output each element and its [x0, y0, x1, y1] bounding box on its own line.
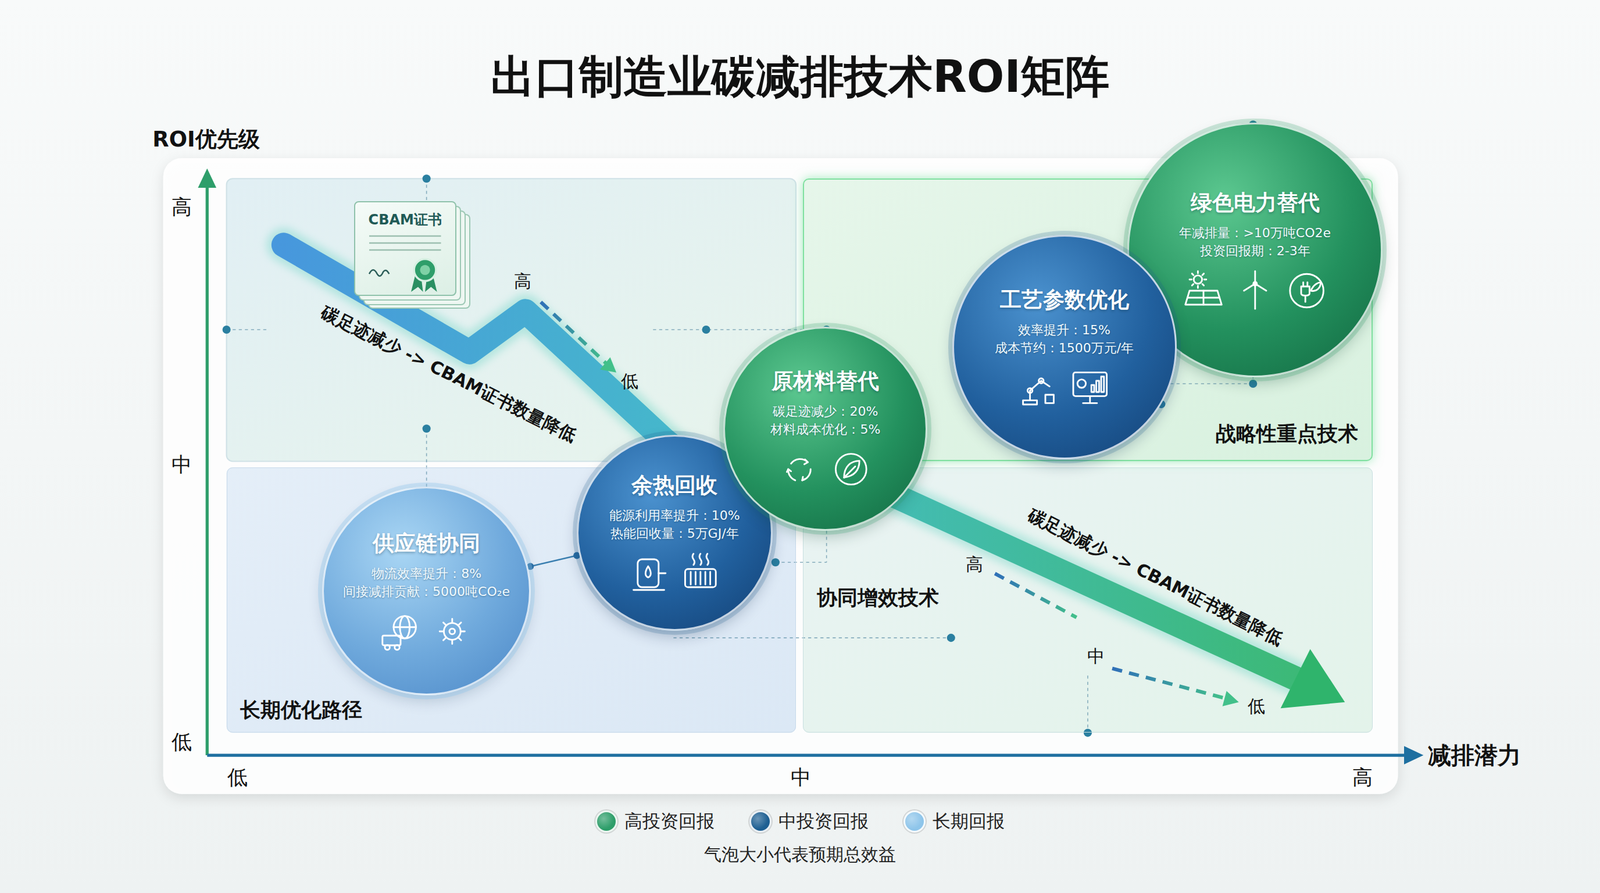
axis-tick: 高: [965, 552, 984, 577]
certificate-illustration: [355, 229, 456, 295]
axis-tick: 中: [1087, 644, 1105, 669]
legend-item: 高投资回报: [595, 809, 715, 834]
axis-tick: 低: [227, 763, 248, 792]
caption: 气泡大小代表预期总效益: [0, 843, 1600, 867]
axis-tick: 低: [1247, 694, 1266, 719]
node-metric: 能源利用率提升：10%: [609, 506, 741, 525]
axis-tick: 高: [513, 269, 532, 294]
legend-swatch: [749, 810, 772, 833]
title: 出口制造业碳减排技术ROI矩阵: [0, 47, 1600, 108]
technology-icons: [379, 610, 474, 653]
axis-tick: 中: [171, 450, 192, 478]
legend: 高投资回报 中投资回报 长期回报: [0, 809, 1600, 834]
node-heading: CBAM证书: [355, 210, 456, 230]
node-metric: 年减排量：>10万吨CO2e: [1179, 224, 1331, 243]
node-heading: 战略性重点技术: [1215, 420, 1359, 448]
node-metric: 效率提升：15%: [1018, 321, 1111, 340]
node-metric: 热能回收量：5万GJ/年: [610, 525, 739, 544]
technology-bubble: 工艺参数优化效率提升：15%成本节约：1500万元/年: [952, 234, 1177, 460]
node-metric: 材料成本优化：5%: [770, 420, 881, 439]
node-metric: 碳足迹减少：20%: [772, 402, 878, 421]
axis-tick: 高: [1352, 763, 1373, 792]
axis-tick: 高: [171, 193, 192, 221]
node-heading: 协同增效技术: [816, 584, 939, 612]
node-heading: 原材料替代: [771, 366, 880, 396]
node-metric: 间接减排贡献：5000吨CO₂e: [343, 583, 510, 602]
legend-swatch: [903, 810, 926, 833]
node-metric: 物流效率提升：8%: [371, 565, 482, 584]
axis-tick: 中: [790, 763, 812, 792]
node-heading: 长期优化路径: [240, 696, 363, 724]
axis-tick: 低: [620, 369, 639, 394]
axis-title: ROI优先级: [152, 125, 260, 155]
axis-tick: 低: [171, 727, 192, 756]
technology-bubble: 供应链协同物流效率提升：8%间接减排贡献：5000吨CO₂e: [322, 486, 531, 696]
legend-item: 中投资回报: [749, 809, 869, 834]
connector: [526, 552, 581, 571]
technology-icons: [1017, 366, 1112, 409]
technology-bubble: 原材料替代碳足迹减少：20%材料成本优化：5%: [723, 326, 928, 531]
legend-text: 长期回报: [932, 809, 1005, 834]
node-metric: 成本节约：1500万元/年: [994, 339, 1134, 358]
node-heading: 绿色电力替代: [1190, 188, 1320, 218]
legend-item: 长期回报: [903, 809, 1005, 834]
technology-icons: [778, 448, 873, 491]
node-metric: 投资回报期：2-3年: [1200, 242, 1311, 261]
legend-text: 中投资回报: [778, 809, 869, 834]
connector-line: [530, 555, 577, 567]
certificate-card: CBAM证书: [354, 201, 457, 296]
node-heading: 余热回收: [631, 470, 718, 500]
legend-swatch: [595, 810, 618, 833]
node-heading: 供应链协同: [372, 529, 481, 559]
node-heading: 工艺参数优化: [1000, 285, 1130, 315]
legend-text: 高投资回报: [624, 809, 715, 834]
technology-icons: [1182, 269, 1328, 312]
axis-title: 减排潜力: [1427, 738, 1521, 771]
technology-icons: [627, 552, 722, 595]
